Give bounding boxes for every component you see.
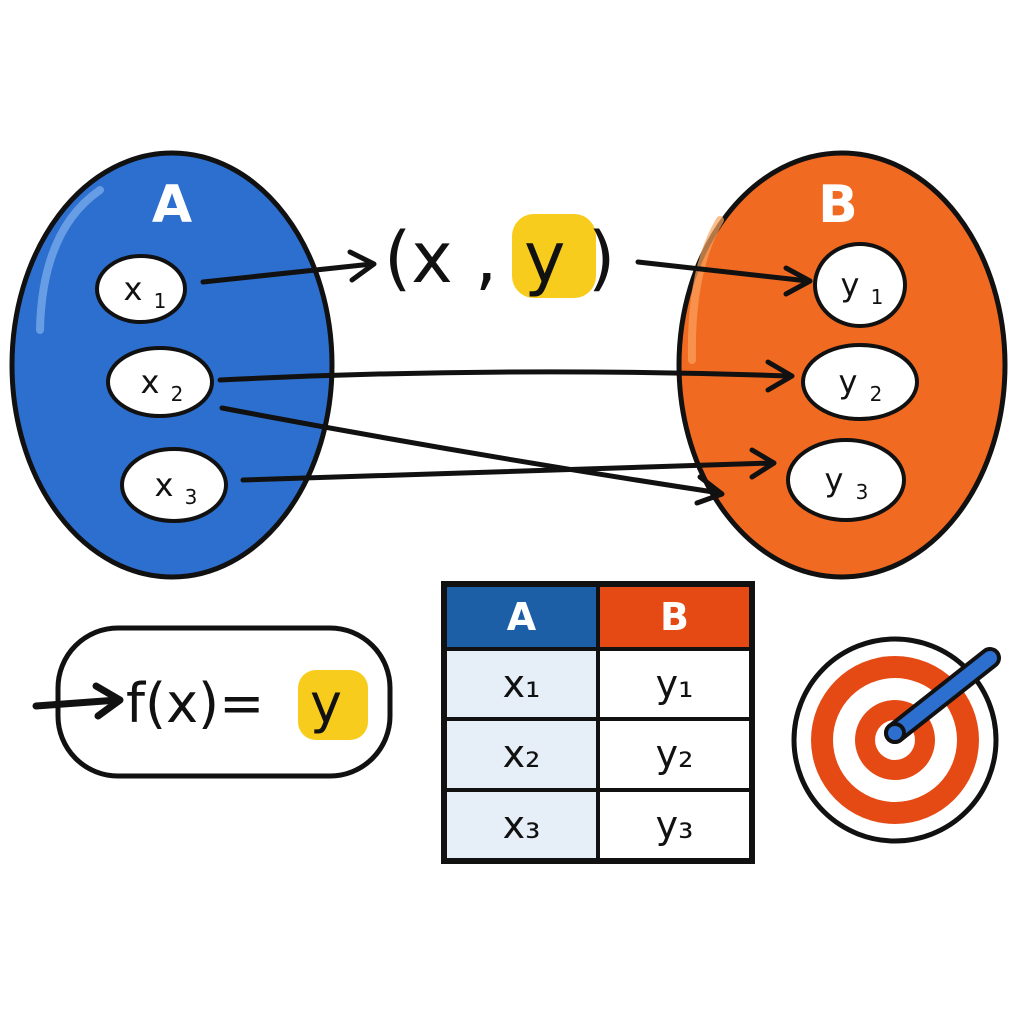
element-y2-name: y	[839, 363, 858, 401]
table-header-a: A	[445, 585, 598, 649]
table-cell-x2: x₂	[445, 719, 598, 790]
target-icon	[791, 636, 1001, 844]
arrow-icon	[240, 447, 777, 483]
element-y1-sub: 1	[871, 285, 884, 309]
element-x2-name: x	[141, 363, 160, 401]
set-a-element: x 1	[95, 254, 187, 324]
element-y2-sub: 2	[870, 382, 883, 406]
set-a-element: x 3	[120, 447, 228, 523]
table-cell-x3: x₃	[445, 789, 598, 860]
set-b: B y 1 y 2 y 3	[676, 150, 1008, 580]
set-b-element: y 2	[801, 343, 919, 421]
table-cell-x1: x₁	[445, 649, 598, 720]
element-x1-sub: 1	[154, 289, 167, 313]
set-b-element: y 1	[813, 242, 907, 328]
arrow-icon	[219, 405, 725, 506]
mapping-arrows	[200, 249, 813, 506]
element-x1-name: x	[124, 270, 143, 308]
table-cell-y3: y₃	[598, 789, 751, 860]
element-x3-sub: 3	[185, 485, 198, 509]
function-box: f(x)= y	[32, 625, 393, 779]
arrow-icon	[200, 249, 377, 285]
set-a-element: x 2	[106, 346, 214, 418]
element-y3-name: y	[825, 461, 844, 499]
ordered-pair-close: )	[588, 217, 615, 299]
set-b-element: y 3	[786, 438, 906, 522]
mapping-table: A B x₁ y₁ x₂ y₂ x₃ y₃	[441, 581, 755, 864]
set-a: A x 1 x 2 x 3	[9, 150, 335, 580]
ordered-pair-open: (x ,	[384, 217, 497, 299]
table-cell-y1: y₁	[598, 649, 751, 720]
arrow-icon	[635, 259, 813, 297]
ordered-pair: (x , y )	[384, 214, 615, 299]
set-a-label: A	[152, 175, 192, 235]
element-x2-sub: 2	[171, 382, 184, 406]
arrow-icon	[32, 682, 124, 720]
table-header-b: B	[598, 585, 751, 649]
table-cell-y2: y₂	[598, 719, 751, 790]
set-b-label: B	[818, 175, 858, 235]
element-y1-name: y	[841, 266, 860, 304]
arrow-icon	[217, 359, 795, 393]
formula-y: y	[310, 672, 342, 735]
element-y3-sub: 3	[856, 480, 869, 504]
element-x3-name: x	[155, 466, 174, 504]
ordered-pair-y: y	[524, 217, 565, 299]
formula-prefix: f(x)=	[126, 672, 264, 735]
